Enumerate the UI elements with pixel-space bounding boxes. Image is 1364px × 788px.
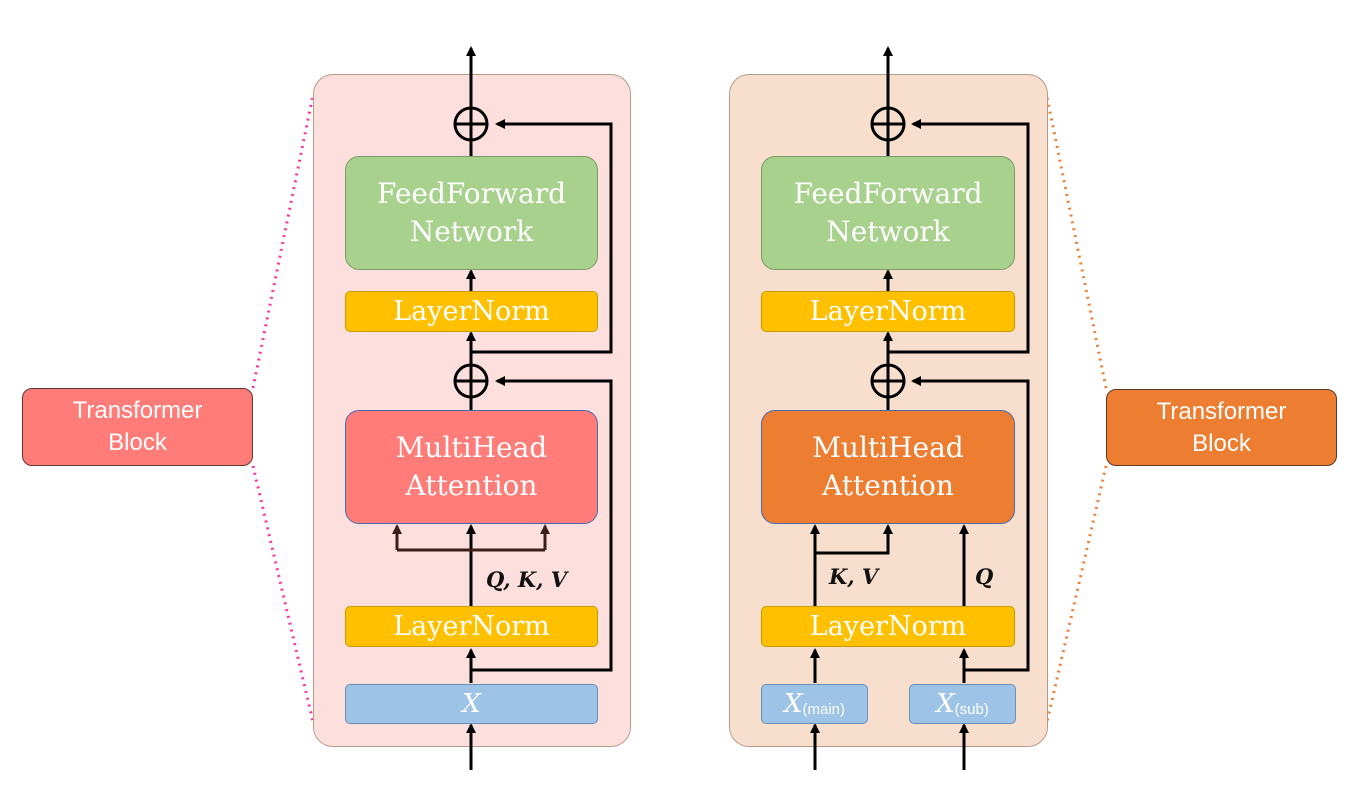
left-qkv-label: Q, K, V — [486, 567, 568, 592]
right-layernorm-top: LayerNorm — [761, 291, 1015, 332]
left-input-x: X — [345, 684, 598, 724]
right-block-arrows — [810, 46, 1030, 770]
right-residual-add-icons — [870, 106, 906, 399]
right-dotted-bottom — [1045, 465, 1108, 723]
right-input-x-sub-symbol: X — [936, 689, 955, 719]
left-qkv-branch — [392, 524, 550, 552]
left-block-arrows — [466, 46, 613, 770]
left-layernorm-bottom: LayerNorm — [345, 606, 598, 647]
right-input-x-sub-subscript: (sub) — [954, 700, 989, 718]
right-input-x-main: X(main) — [761, 684, 868, 724]
left-dotted-top — [251, 94, 315, 389]
left-layernorm-top: LayerNorm — [345, 291, 598, 332]
right-layernorm-bottom: LayerNorm — [761, 606, 1015, 647]
left-dotted-bottom — [251, 465, 315, 723]
right-q-label: Q — [975, 564, 994, 589]
left-residual-add-icons — [453, 106, 489, 399]
right-dotted-top — [1045, 96, 1108, 389]
right-input-x-sub: X(sub) — [909, 684, 1016, 724]
right-kv-label: K, V — [829, 564, 879, 589]
right-input-x-main-subscript: (main) — [802, 700, 846, 718]
right-input-x-main-symbol: X — [783, 689, 803, 719]
